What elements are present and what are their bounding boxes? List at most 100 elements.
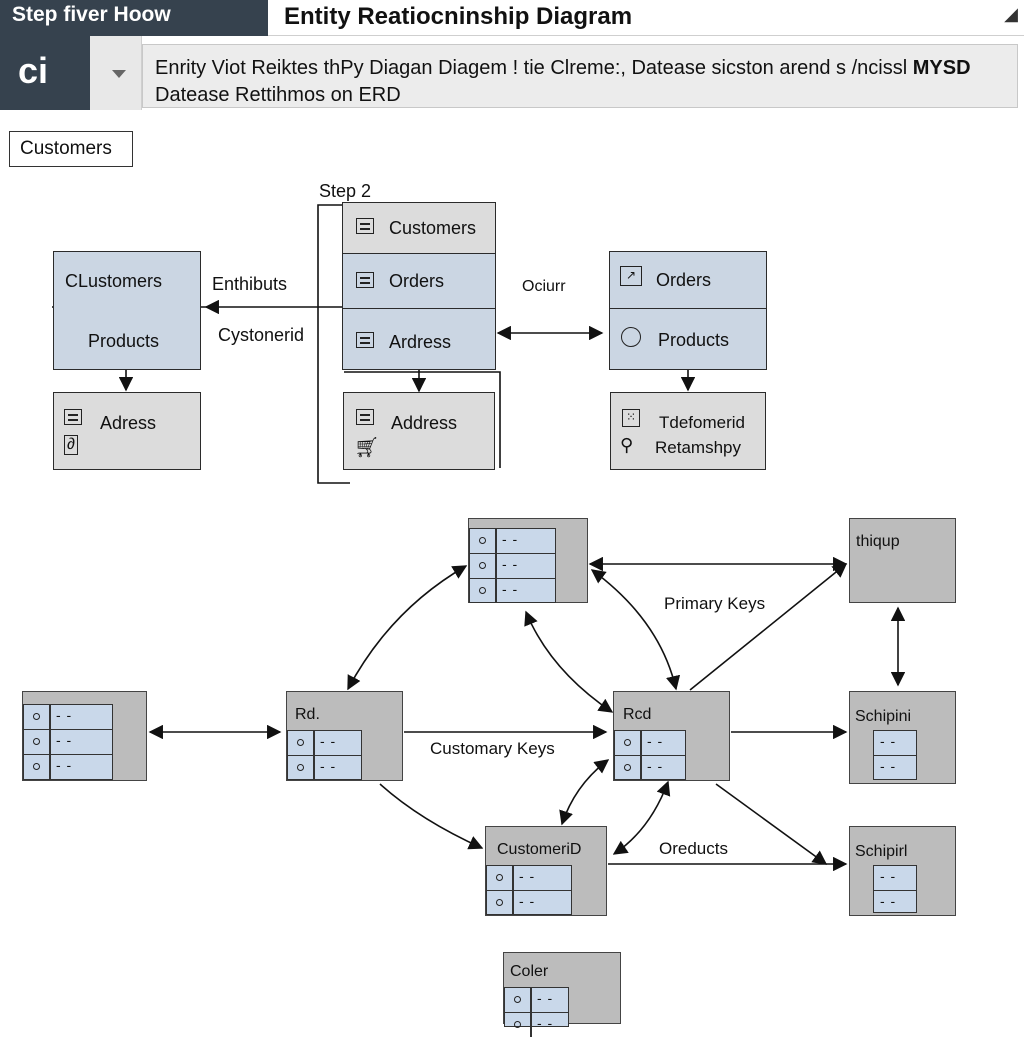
table-icon: [356, 409, 374, 425]
row-label: Customers: [389, 218, 477, 238]
entity-label-adress: Adress: [100, 413, 157, 433]
entity-label-tdefomerid: Tdefomerid: [659, 413, 745, 432]
node-fields: - - - -: [873, 865, 917, 913]
row-label: Orders: [389, 271, 445, 291]
field-row: - -: [874, 731, 916, 756]
edge-top-rcd-a: [590, 569, 681, 691]
node-rcd[interactable]: Rcd - - - -: [613, 691, 730, 781]
node-schipini[interactable]: Schipini - - - -: [849, 691, 956, 784]
field-row: - -: [470, 554, 555, 579]
field-row: - -: [24, 730, 112, 755]
signature-icon: ∂: [64, 435, 78, 455]
node-title: Schipirl: [855, 843, 908, 860]
node-title: Coler: [510, 963, 549, 980]
node-title: CustomeriD: [497, 841, 582, 858]
description-line-1: Enrity Viot Reiktes thPy Diagan Diagem !…: [155, 57, 971, 79]
entity-label-products: Products: [88, 331, 160, 351]
bracket-center: [344, 371, 501, 468]
entity-address-center[interactable]: Address 🛒︎: [343, 392, 495, 470]
node-fields: - - - - - -: [469, 528, 556, 603]
entity-row-orders-r: ↗ Orders: [610, 252, 766, 309]
entity-relationship-right[interactable]: ⁙ Tdefomerid ⚲ Retamshpy: [610, 392, 766, 470]
edge-label-enthibuts: Enthibuts: [212, 274, 288, 294]
row-label: Ardress: [389, 332, 452, 352]
entity-row-ardress: Ardress: [343, 308, 495, 370]
edge-label-cystonerid: Cystonerid: [218, 325, 305, 345]
field-row: - -: [470, 529, 555, 554]
edge-rd-customer: [379, 783, 484, 850]
page-title-text: Entity Reatiocninship Diagram: [284, 3, 633, 30]
field-row: - -: [288, 756, 361, 780]
field-row: - -: [288, 731, 361, 756]
edge-rcd-customer-b: [612, 780, 671, 855]
entity-adress-left[interactable]: Adress ∂: [53, 392, 201, 470]
entity-label-address: Address: [391, 413, 458, 433]
close-icon[interactable]: ◢: [1004, 4, 1018, 24]
chart-line-icon: ↗: [620, 266, 642, 286]
field-row: - -: [487, 891, 571, 915]
entity-stack-center[interactable]: Customers Orders Ardress: [342, 202, 496, 370]
edge-label-customary-keys: Customary Keys: [430, 739, 555, 758]
pie-chart-icon: [621, 327, 641, 347]
edge-rd-top: [347, 565, 468, 691]
node-schipirl[interactable]: Schipirl - - - -: [849, 826, 956, 916]
field-row: - -: [24, 705, 112, 730]
node-fields: - - - - - -: [23, 704, 113, 780]
dice-icon: ⁙: [622, 409, 640, 427]
node-fields: - - - -: [287, 730, 362, 780]
entity-row-customers: Customers: [343, 203, 495, 254]
field-row: - -: [470, 579, 555, 603]
node-top[interactable]: - - - - - -: [468, 518, 588, 603]
cart-icon: 🛒︎: [354, 437, 380, 459]
node-fields: - - - -: [614, 730, 686, 780]
edge-customer-rcd: [559, 759, 610, 826]
node-fields: - - - -: [873, 730, 917, 780]
field-row: - -: [615, 756, 685, 780]
field-row: - -: [505, 988, 568, 1013]
node-thiqup[interactable]: thiqup: [849, 518, 956, 603]
entity-customers-products[interactable]: CLustomers Products: [53, 251, 201, 370]
node-left[interactable]: - - - - - -: [22, 691, 147, 781]
table-icon: [356, 272, 374, 288]
description-strong: MYSD: [912, 57, 971, 79]
node-rd[interactable]: Rd. - - - -: [286, 691, 403, 781]
node-title: Rcd: [623, 706, 652, 723]
entity-orders-products[interactable]: ↗ Orders Products: [609, 251, 767, 370]
field-row: - -: [487, 866, 571, 891]
edge-rcd-thiqup: [689, 563, 848, 691]
field-row: - -: [24, 755, 112, 779]
field-row: - -: [615, 731, 685, 756]
node-title: Schipini: [855, 708, 912, 725]
app-tab[interactable]: Step fiver Hoow: [0, 0, 268, 36]
edge-rcd-schipirl: [715, 783, 828, 865]
edge-label-primary-keys: Primary Keys: [664, 594, 766, 613]
description-box: Enrity Viot Reiktes thPy Diagan Diagem !…: [142, 44, 1018, 108]
node-fields: - - - -: [486, 865, 572, 915]
field-row: - -: [505, 1013, 568, 1037]
page-title: Entity Reatiocninship Diagram: [268, 0, 1024, 36]
app-logo: ci: [0, 36, 90, 110]
edge-top-rcd-b: [524, 610, 614, 713]
field-row: - -: [880, 893, 897, 909]
node-customer[interactable]: CustomeriD - - - -: [485, 826, 607, 916]
customers-button[interactable]: Customers: [9, 131, 133, 167]
field-row: - -: [880, 758, 897, 774]
table-icon: [356, 332, 374, 348]
field-row: - -: [874, 866, 916, 891]
chevron-down-icon: [112, 70, 126, 78]
entity-row-orders: Orders: [343, 253, 495, 309]
entity-label-retamshpy: Retamshpy: [655, 438, 741, 457]
description-line-2: Datease Rettihmos on ERD: [155, 84, 401, 106]
table-icon: [356, 218, 374, 234]
row-label: Orders: [656, 270, 712, 290]
node-fields: - - - -: [504, 987, 569, 1037]
step-label: Step 2: [319, 181, 372, 201]
edge-label-ociurr: Ociurr: [522, 278, 566, 295]
edge-label-oreducts: Oreducts: [659, 839, 728, 858]
row-label: Products: [658, 330, 730, 350]
node-coler[interactable]: Coler - - - -: [503, 952, 621, 1037]
node-title: Rd.: [295, 706, 320, 723]
node-title: thiqup: [856, 533, 900, 550]
dropdown-toggle[interactable]: [90, 36, 142, 110]
entity-row-products-r: Products: [610, 308, 766, 370]
